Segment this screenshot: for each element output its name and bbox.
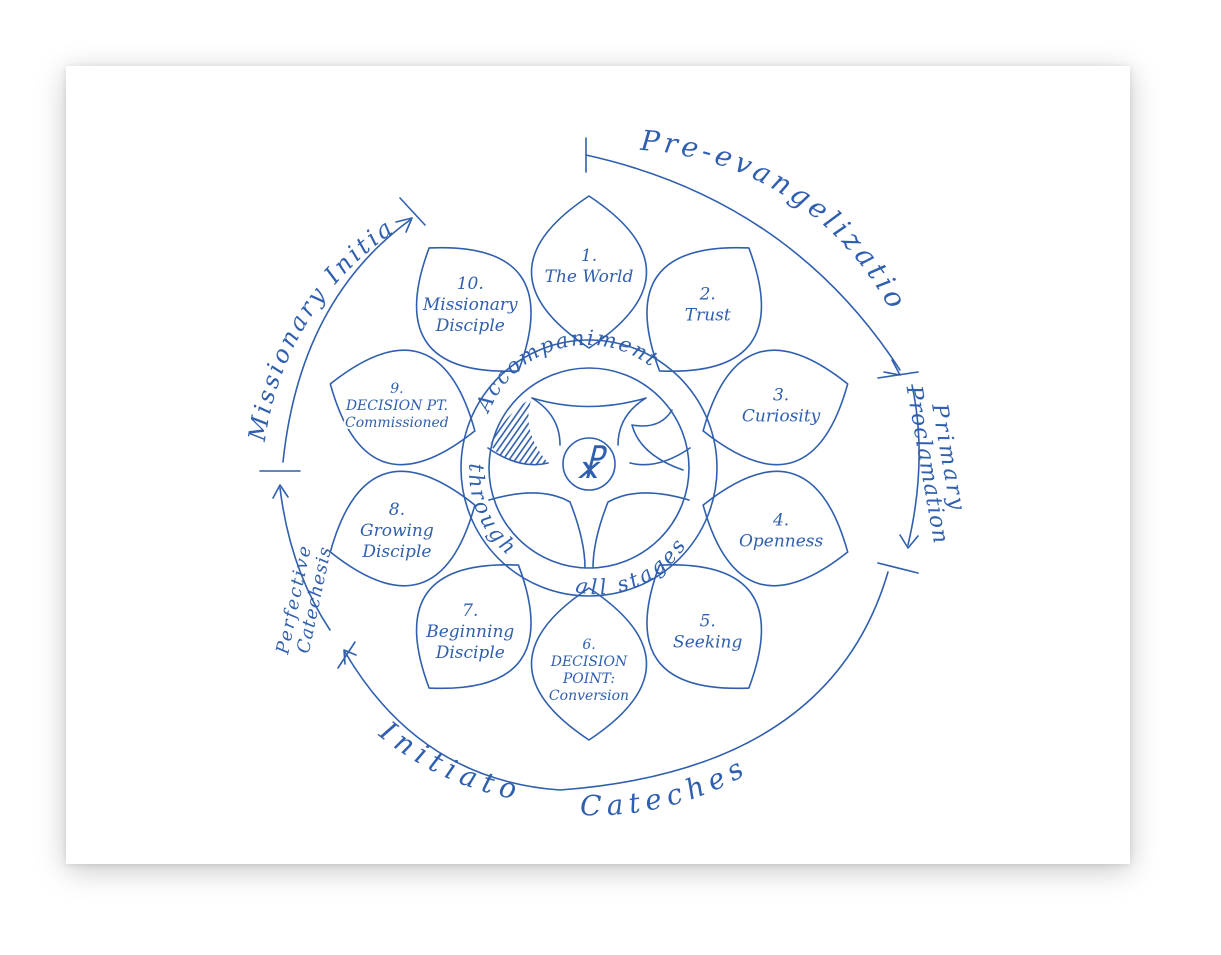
- phase-arcs: [259, 137, 920, 791]
- arrowhead-icon: [899, 534, 919, 549]
- label-primary-proclamation: Primary Proclamation: [900, 383, 969, 546]
- petal-3: 3.Curiosity: [702, 349, 849, 466]
- arc-missionary-initiation: [282, 219, 411, 463]
- tick-mark: [877, 371, 919, 379]
- petal-number: 7.: [462, 601, 478, 621]
- label-perfective-catechesis: Perfective Catechesis: [272, 542, 336, 657]
- petal-shape: [646, 246, 763, 372]
- petal-label: The World: [545, 267, 634, 287]
- petal-4: 4.Openness: [702, 470, 849, 587]
- petal-number: 3.: [773, 386, 789, 406]
- tick-mark: [337, 641, 356, 669]
- petal-shape: [415, 564, 532, 690]
- petal-label: Seeking: [673, 633, 742, 653]
- petal-shape: [530, 195, 648, 349]
- wheel-spoke: [488, 492, 690, 569]
- arc-primary-proclamation: [907, 384, 920, 546]
- arrowhead-icon: [343, 649, 357, 665]
- arrowhead-icon: [395, 217, 413, 233]
- paper-sheet: [66, 66, 1130, 864]
- petal-label: Openness: [739, 532, 824, 552]
- petal-label: Disciple: [361, 542, 431, 562]
- petal-label: Growing: [360, 521, 434, 541]
- petal-number: 2.: [699, 285, 716, 305]
- petal-shape-decision: [530, 587, 648, 741]
- petal-label: Beginning: [425, 622, 514, 642]
- center-wheel: ☧ Accompaniment through all stages: [460, 326, 718, 599]
- petal-number: 5.: [700, 612, 716, 632]
- wheel-spoke: [531, 397, 647, 446]
- tick-mark: [399, 197, 426, 226]
- petal-shape: [702, 349, 849, 466]
- petal-label: Missionary: [422, 295, 518, 315]
- petal-label: Curiosity: [742, 407, 821, 427]
- petal-label: Commissioned: [345, 415, 449, 431]
- ring-text-all-stages: all stages: [574, 532, 692, 599]
- petal-label: POINT:: [562, 671, 615, 687]
- petal-label: DECISION PT.: [345, 398, 448, 414]
- wheel-spoke: [631, 409, 684, 471]
- arc-perfective-catechesis: [279, 487, 331, 631]
- wheel-spoke: [487, 447, 691, 466]
- arc-initiatory-catechesis: [344, 571, 889, 791]
- ring-outer: [460, 339, 718, 597]
- petal-1: 1.The World: [530, 195, 648, 349]
- ring-inner: [488, 367, 690, 569]
- petal-shape-decision: [329, 349, 476, 466]
- petal-label: Conversion: [549, 688, 629, 704]
- petal-number: 8.: [389, 500, 405, 520]
- ring-text-through: through: [464, 463, 523, 561]
- petal-label: DECISION: [550, 654, 628, 670]
- petal-number: 6.: [582, 637, 595, 653]
- petal-shape: [415, 246, 532, 372]
- chi-rho-icon: ☧: [575, 445, 608, 487]
- chi-rho-circle: [562, 437, 616, 491]
- petal-2: 2.Trust: [646, 246, 763, 372]
- petal-number: 4.: [772, 511, 789, 531]
- tick-mark: [877, 562, 919, 574]
- petal-number: 1.: [581, 246, 597, 266]
- petal-layer: 1.The World2.Trust3.Curiosity4.Openness5…: [329, 195, 849, 741]
- petal-label: Disciple: [435, 316, 505, 336]
- petal-shape: [702, 470, 849, 587]
- petal-9: 9.DECISION PT.Commissioned: [329, 349, 476, 466]
- petal-number: 10.: [457, 274, 484, 294]
- arc-pre-evangelization: [585, 154, 901, 371]
- petal-label: Trust: [685, 306, 731, 326]
- petal-5: 5.Seeking: [646, 564, 763, 690]
- petal-shape: [329, 470, 476, 587]
- petal-shape: [646, 564, 763, 690]
- petal-label: Disciple: [435, 643, 505, 663]
- label-pre-evangelization: Pre-evangelization: [0, 0, 915, 317]
- petal-number: 9.: [390, 381, 403, 397]
- ring-text-accompaniment: Accompaniment: [470, 326, 664, 417]
- arrowhead-icon: [272, 484, 289, 499]
